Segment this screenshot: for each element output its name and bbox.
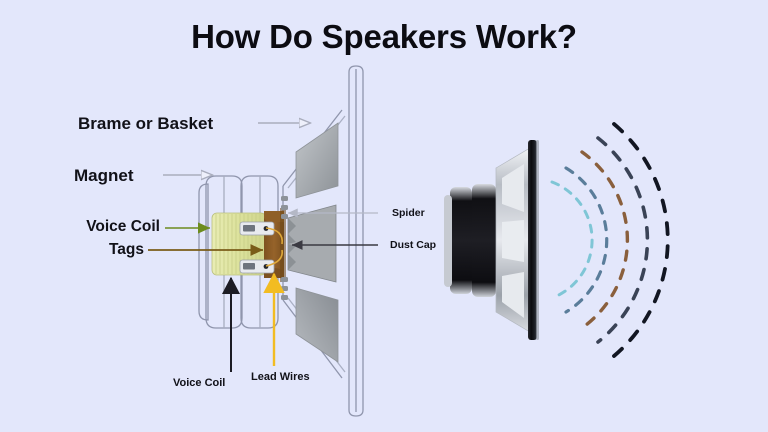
page-title: How Do Speakers Work? bbox=[191, 18, 577, 55]
label-dust-cap: Dust Cap bbox=[390, 239, 437, 251]
label-spider: Spider bbox=[392, 207, 425, 219]
lead-wires bbox=[265, 227, 283, 267]
wave-arc-1 bbox=[550, 180, 594, 300]
speaker-basket bbox=[495, 147, 531, 333]
speaker-front-rim bbox=[528, 140, 539, 340]
leader-lines bbox=[148, 123, 378, 372]
label-frame-or-basket: Brame or Basket bbox=[78, 114, 214, 133]
wave-arc-3 bbox=[580, 150, 630, 330]
label-tags: Tags bbox=[108, 241, 144, 258]
label-magnet: Magnet bbox=[74, 166, 134, 185]
spider-cone-sections bbox=[287, 122, 339, 363]
label-voice-coil-bottom: Voice Coil bbox=[173, 377, 226, 389]
wave-arc-2 bbox=[564, 166, 609, 314]
speaker-magnet-rings bbox=[444, 184, 496, 297]
wave-arc-5 bbox=[612, 122, 670, 358]
label-lead-wires: Lead Wires bbox=[251, 371, 310, 383]
voice-coil-tags bbox=[239, 221, 275, 274]
label-voice-coil-left: Voice Coil bbox=[86, 218, 160, 235]
